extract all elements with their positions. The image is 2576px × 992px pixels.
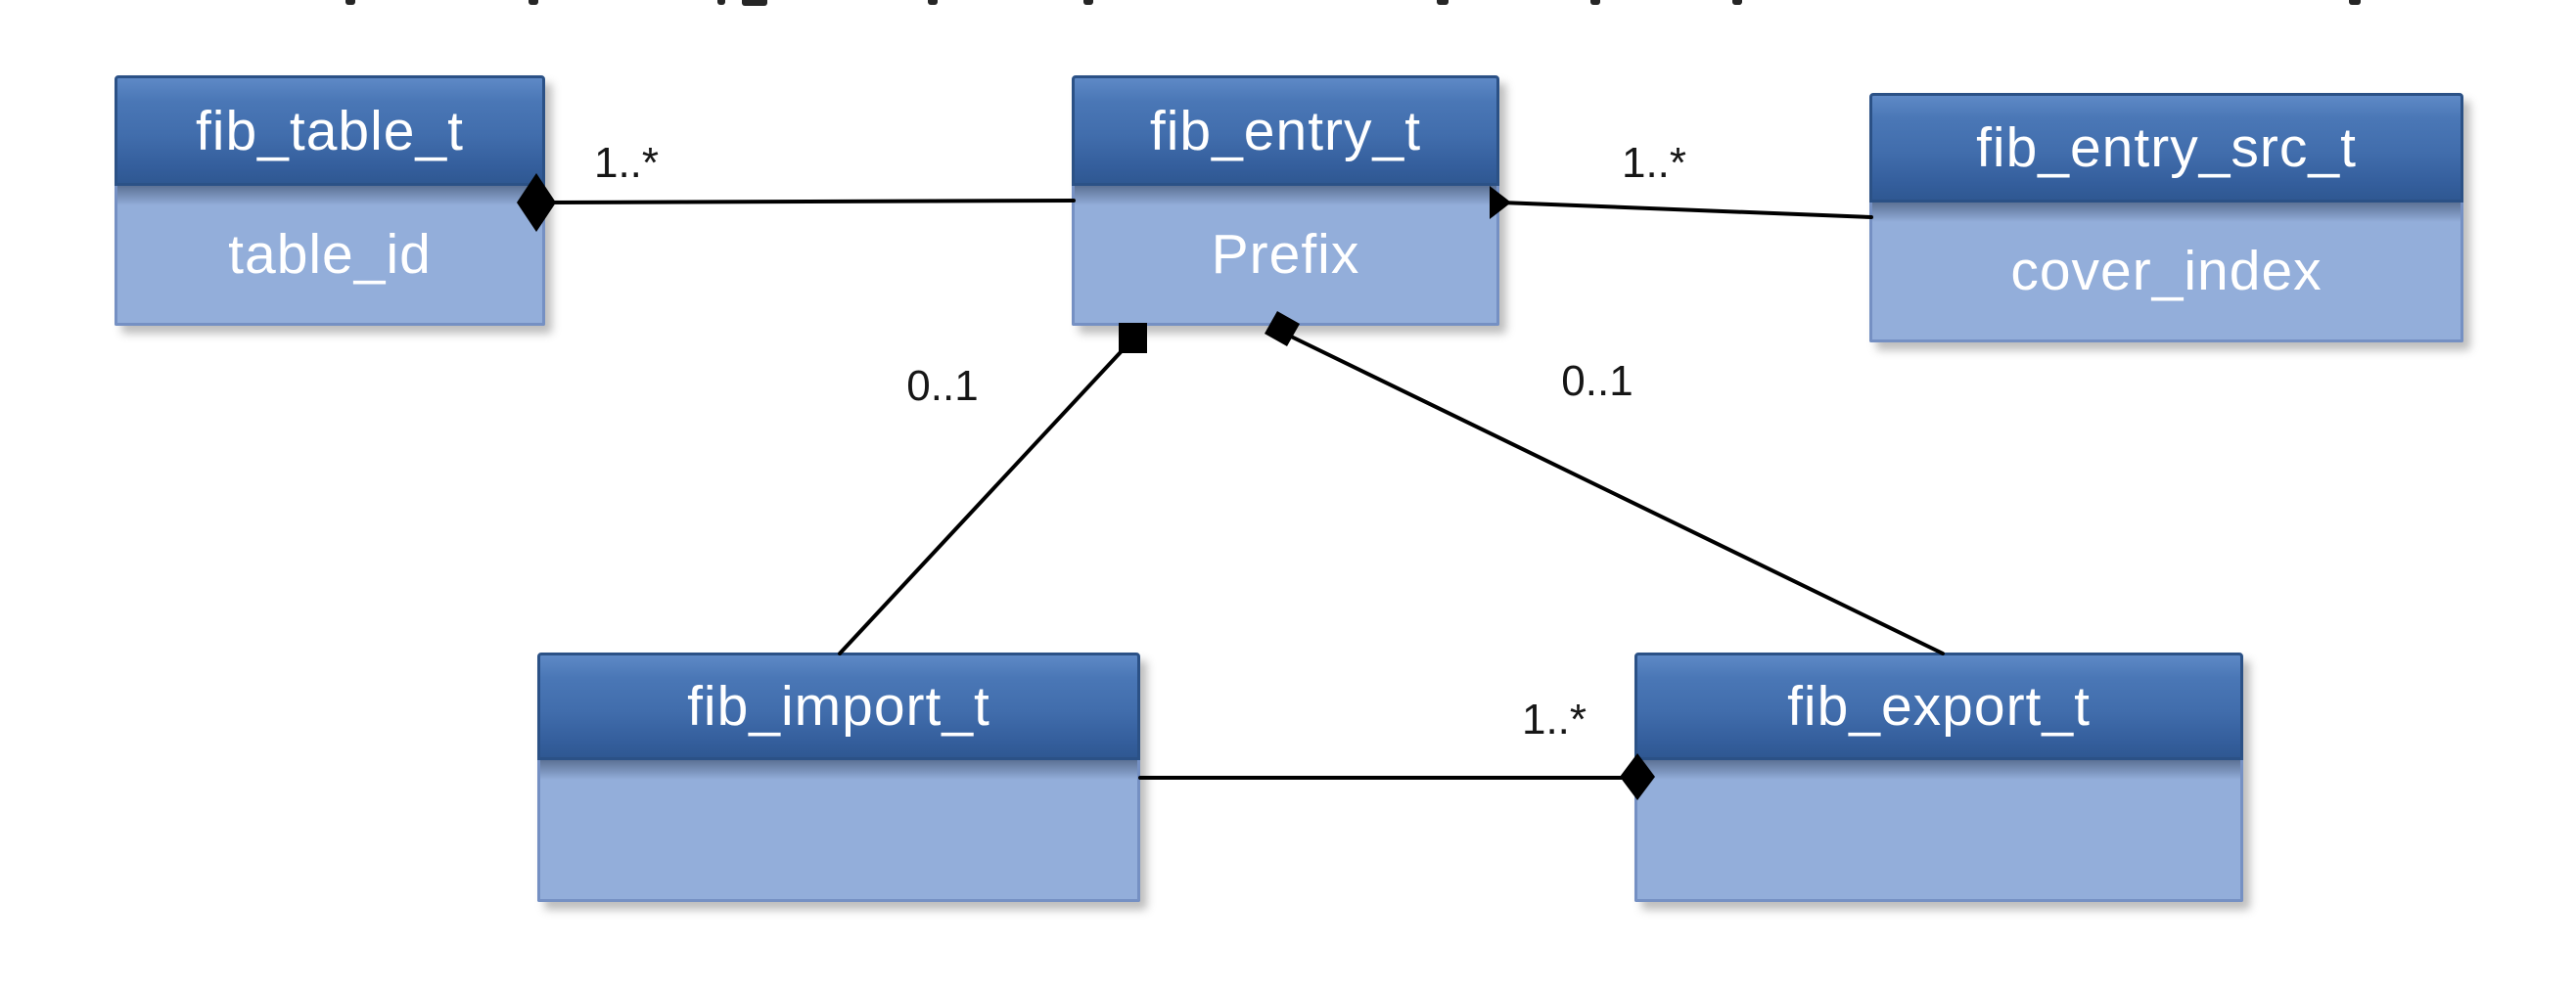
cropped-text-artifact: [529, 0, 538, 5]
connector-table-entry: [543, 199, 1076, 204]
class-box-fib-entry-src-t: fib_entry_src_t cover_index: [1869, 93, 2463, 342]
class-attribute: Prefix: [1072, 186, 1499, 326]
cropped-text-artifact: [1732, 0, 1742, 5]
composition-diamond-icon: [1119, 323, 1147, 353]
multiplicity-label: 0..1: [1561, 357, 1633, 405]
connector-entry-import: [838, 338, 1134, 655]
class-title: fib_entry_src_t: [1869, 93, 2463, 203]
class-attribute: table_id: [115, 186, 545, 326]
class-title: fib_import_t: [537, 653, 1140, 760]
multiplicity-label: 1..*: [1521, 696, 1587, 744]
class-box-fib-import-t: fib_import_t: [537, 653, 1140, 902]
class-attribute: [537, 760, 1140, 902]
class-title: fib_table_t: [115, 75, 545, 186]
cropped-text-artifact: [1437, 0, 1449, 5]
class-box-fib-entry-t: fib_entry_t Prefix: [1072, 75, 1499, 326]
connector-entry-src: [1499, 201, 1873, 219]
cropped-text-artifact: [742, 0, 767, 6]
multiplicity-label: 0..1: [906, 362, 979, 410]
class-box-fib-table-t: fib_table_t table_id: [115, 75, 545, 326]
class-attribute: cover_index: [1869, 203, 2463, 342]
cropped-text-artifact: [1083, 0, 1093, 5]
class-title: fib_entry_t: [1072, 75, 1499, 186]
class-title: fib_export_t: [1634, 653, 2243, 760]
cropped-text-artifact: [2349, 0, 2361, 5]
cropped-text-artifact: [345, 0, 355, 5]
class-box-fib-export-t: fib_export_t: [1634, 653, 2243, 902]
cropped-text-artifact: [928, 0, 938, 5]
cropped-text-artifact: [1590, 0, 1600, 5]
multiplicity-label: 1..*: [1621, 139, 1687, 187]
multiplicity-label: 1..*: [593, 139, 660, 187]
class-attribute: [1634, 760, 2243, 902]
cropped-text-artifact: [717, 0, 725, 5]
